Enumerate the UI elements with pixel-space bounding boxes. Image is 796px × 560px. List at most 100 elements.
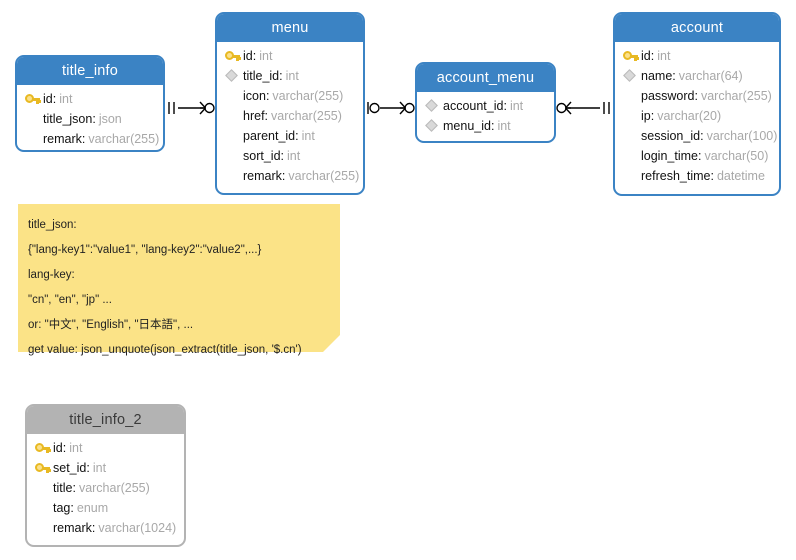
attribute-type: varchar(255) bbox=[700, 89, 772, 103]
attribute-row[interactable]: sort_id:int bbox=[217, 146, 363, 166]
attribute-name: id bbox=[641, 49, 651, 63]
attribute-name: title_json bbox=[43, 112, 93, 126]
attribute-colon: : bbox=[490, 119, 495, 133]
attribute-row[interactable]: name:varchar(64) bbox=[615, 66, 779, 86]
attribute-type: int bbox=[59, 92, 73, 106]
attribute-row[interactable]: account_id:int bbox=[417, 96, 554, 116]
attribute-row[interactable]: icon:varchar(255) bbox=[217, 86, 363, 106]
attribute-row[interactable]: id:int bbox=[17, 89, 163, 109]
attribute-row[interactable]: ip:varchar(20) bbox=[615, 106, 779, 126]
attribute-row[interactable]: password:varchar(255) bbox=[615, 86, 779, 106]
note-line: get value: json_unquote(json_extract(tit… bbox=[28, 344, 302, 356]
attribute-type: int bbox=[301, 129, 315, 143]
cardinality-circle-zero bbox=[556, 102, 567, 114]
attribute-type: varchar(255) bbox=[271, 109, 342, 123]
attribute-name: session_id bbox=[641, 129, 701, 143]
attribute-name: parent_id bbox=[243, 129, 296, 143]
no-key-marker bbox=[24, 109, 43, 129]
attribute-name: remark bbox=[243, 169, 282, 183]
attribute-colon: : bbox=[86, 461, 90, 475]
attribute-colon: : bbox=[70, 501, 74, 515]
attribute-colon: : bbox=[81, 132, 86, 146]
attribute-type: int bbox=[657, 49, 671, 63]
diamond-icon bbox=[622, 66, 641, 86]
attribute-name: remark bbox=[43, 132, 82, 146]
attribute-row[interactable]: id:int bbox=[217, 46, 363, 66]
attribute-colon: : bbox=[672, 69, 676, 83]
key-icon bbox=[34, 458, 53, 478]
attribute-row[interactable]: id:int bbox=[27, 438, 184, 458]
no-key-marker bbox=[34, 518, 53, 538]
entity-title-account_menu: account_menu bbox=[417, 64, 554, 92]
attribute-colon: : bbox=[694, 89, 698, 103]
attribute-name: name bbox=[641, 69, 673, 83]
attribute-colon: : bbox=[650, 109, 655, 123]
attribute-row[interactable]: tag:enum bbox=[27, 498, 184, 518]
attribute-type: int bbox=[497, 119, 511, 133]
key-icon bbox=[224, 46, 243, 66]
attribute-type: int bbox=[285, 69, 299, 83]
no-key-marker bbox=[224, 166, 243, 186]
no-key-marker bbox=[224, 106, 243, 126]
cardinality-circle-zero bbox=[404, 102, 415, 114]
attribute-type: datetime bbox=[716, 169, 765, 183]
attribute-name: id bbox=[53, 441, 63, 455]
attribute-row[interactable]: menu_id:int bbox=[417, 116, 554, 136]
cardinality-crowsfoot bbox=[399, 101, 407, 109]
no-key-marker bbox=[622, 86, 641, 106]
entity-title-menu: menu bbox=[217, 14, 363, 42]
attribute-row[interactable]: id:int bbox=[615, 46, 779, 66]
attribute-colon: : bbox=[295, 129, 299, 143]
attribute-row[interactable]: remark:varchar(1024) bbox=[27, 518, 184, 538]
attribute-row[interactable]: title_id:int bbox=[217, 66, 363, 86]
attribute-type: int bbox=[92, 461, 107, 475]
attribute-colon: : bbox=[280, 149, 285, 163]
attribute-name: title_id bbox=[243, 69, 280, 83]
attribute-row[interactable]: remark:varchar(255) bbox=[17, 129, 163, 149]
cardinality-circle-zero bbox=[369, 102, 380, 114]
attribute-row[interactable]: login_time:varchar(50) bbox=[615, 146, 779, 166]
attribute-colon: : bbox=[62, 441, 67, 455]
attribute-name: title bbox=[53, 481, 73, 495]
attribute-name: href bbox=[243, 109, 265, 123]
note-fold-corner bbox=[323, 335, 340, 352]
no-key-marker bbox=[224, 146, 243, 166]
attribute-colon: : bbox=[92, 112, 96, 126]
attribute-row[interactable]: session_id:varchar(100) bbox=[615, 126, 779, 146]
attribute-row[interactable]: title_json:json bbox=[17, 109, 163, 129]
attribute-type: int bbox=[69, 441, 83, 455]
attribute-row[interactable]: refresh_time:datetime bbox=[615, 166, 779, 186]
attribute-type: varchar(255) bbox=[272, 89, 344, 103]
attribute-colon: : bbox=[72, 481, 76, 495]
attribute-name: id bbox=[243, 49, 253, 63]
attribute-row[interactable]: href:varchar(255) bbox=[217, 106, 363, 126]
diamond-icon bbox=[424, 116, 443, 136]
entity-title-title_info_2: title_info_2 bbox=[27, 406, 184, 434]
diamond-icon bbox=[424, 96, 443, 116]
note-line: lang-key: bbox=[28, 269, 75, 281]
attribute-row[interactable]: remark:varchar(255) bbox=[217, 166, 363, 186]
attribute-row[interactable]: parent_id:int bbox=[217, 126, 363, 146]
attribute-name: set_id bbox=[53, 461, 87, 475]
attribute-type: int bbox=[509, 99, 524, 113]
attribute-colon: : bbox=[91, 521, 96, 535]
note-title-json[interactable]: title_json:{"lang-key1":"value1", "lang-… bbox=[18, 204, 340, 356]
attribute-row[interactable]: set_id:int bbox=[27, 458, 184, 478]
attribute-name: ip bbox=[641, 109, 651, 123]
note-line: {"lang-key1":"value1", "lang-key2":"valu… bbox=[28, 244, 262, 256]
attribute-row[interactable]: title:varchar(255) bbox=[27, 478, 184, 498]
note-line: "cn", "en", "jp" ... bbox=[28, 294, 112, 306]
no-key-marker bbox=[622, 126, 641, 146]
attribute-colon: : bbox=[265, 89, 270, 103]
attribute-type: json bbox=[98, 112, 122, 126]
attribute-colon: : bbox=[700, 129, 704, 143]
